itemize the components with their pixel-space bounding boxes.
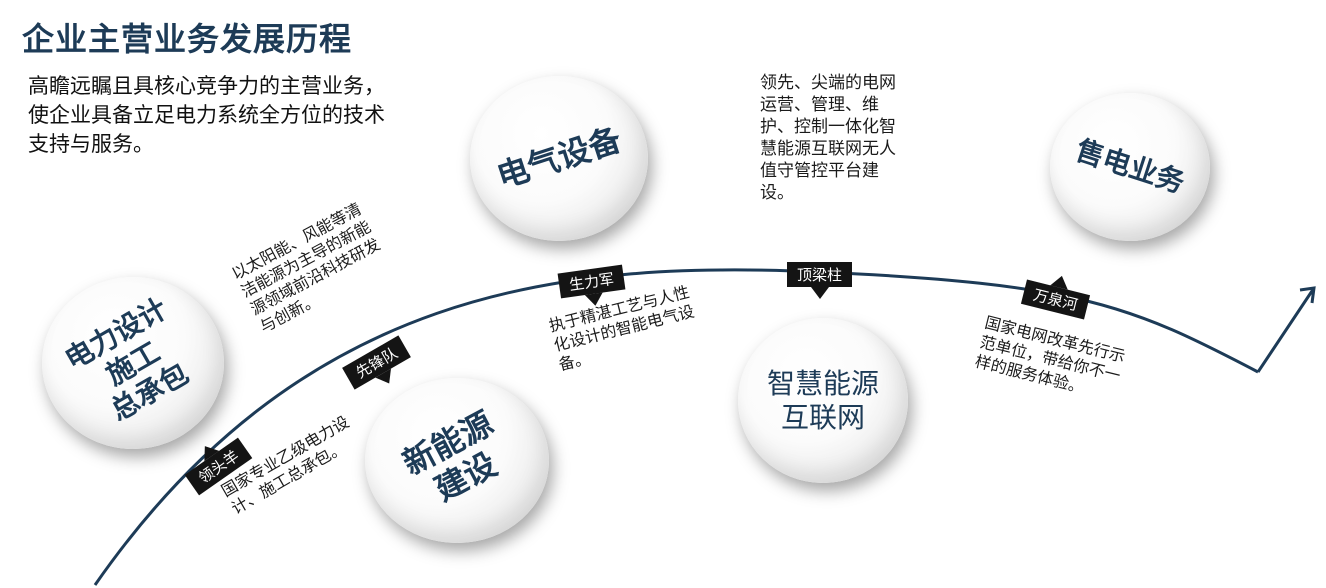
page-title: 企业主营业务发展历程 [22,20,353,58]
bubble-electricity-sales-label: 售电业务 [1071,133,1189,200]
desc-smart-energy: 领先、尖端的电网运营、管理、维护、控制一体化智慧能源互联网无人值守管控平台建设。 [760,73,896,203]
badge-pillar: 顶梁柱 [787,262,853,299]
bubble-smart-energy-label: 智慧能源 互联网 [766,366,879,434]
bubble-new-energy: 新能源 建设 [365,378,549,543]
bubble-electrical-equipment-label: 电气设备 [492,120,626,197]
bubble-power-design: 电力设计 施工 总承包 [42,277,224,449]
bubble-power-design-label: 电力设计 施工 总承包 [59,291,195,428]
bubble-smart-energy: 智慧能源 互联网 [738,318,908,483]
timeline-path [93,268,1259,586]
intro-text: 高瞻远瞩且具核心竞争力的主营业务，使企业具备立足电力系统全方位的技术支持与服务。 [28,74,385,156]
timeline-arrow-icon [1256,286,1316,373]
bubble-electrical-equipment: 电气设备 [470,76,648,241]
bubble-new-energy-label: 新能源 建设 [396,404,504,510]
bubble-electricity-sales: 售电业务 [1050,93,1210,241]
